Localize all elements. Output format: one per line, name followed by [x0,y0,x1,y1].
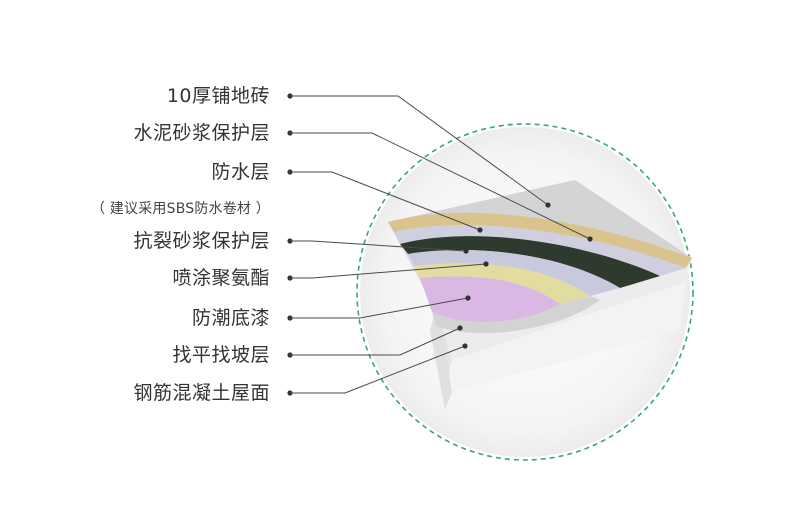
leader-target-dot-icon [545,202,550,207]
layer-label-8: 钢筋混凝土屋面 [133,382,270,404]
leader-target-dot-icon [477,227,482,232]
layer-label-1: 10厚铺地砖 [167,85,270,107]
layer-label-2: 水泥砂浆保护层 [133,122,270,144]
layer-label-7: 找平找坡层 [172,344,270,366]
leader-target-dot-icon [462,343,467,348]
leader-target-dot-icon [587,236,592,241]
leader-target-dot-icon [457,325,462,330]
leader-target-dot-icon [465,295,470,300]
leader-target-dot-icon [483,261,488,266]
layer-label-6: 防潮底漆 [192,307,270,329]
layer-label-5: 喷涂聚氨酯 [172,267,270,289]
layer-label-3: 防水层 [211,161,270,183]
layer-note: （ 建议采用SBS防水卷材 ） [91,198,270,220]
leader-target-dot-icon [463,248,468,253]
layer-label-4: 抗裂砂浆保护层 [133,230,270,252]
